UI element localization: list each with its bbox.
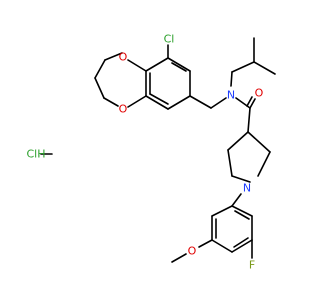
hcl-label: ClH	[26, 148, 45, 161]
benzodioxepine-ring	[145, 57, 191, 110]
isobutyl-group	[230, 37, 276, 87]
fluoro-methoxy-phenyl-ring	[211, 205, 253, 253]
atom-labels: Cl O O N O N O F ClH	[26, 33, 263, 272]
atom-n-amide: N	[227, 89, 235, 102]
atom-f: F	[249, 259, 255, 272]
atom-n-ring: N	[243, 182, 251, 195]
pyrrolidine-ring	[227, 131, 271, 183]
atom-o-upper: O	[119, 51, 128, 64]
atom-o-lower: O	[119, 103, 128, 116]
atom-o-amide: O	[255, 87, 264, 100]
atom-cl: Cl	[164, 33, 175, 46]
benzyl-linker	[189, 95, 227, 109]
methoxy-group	[171, 239, 213, 263]
amide-group	[235, 96, 256, 133]
dioxepine-ring	[94, 52, 147, 108]
n-benzyl-bond	[231, 193, 242, 207]
atom-o-meo: O	[188, 245, 197, 258]
molecule-structure: Cl O O N O N O F ClH	[26, 33, 276, 272]
